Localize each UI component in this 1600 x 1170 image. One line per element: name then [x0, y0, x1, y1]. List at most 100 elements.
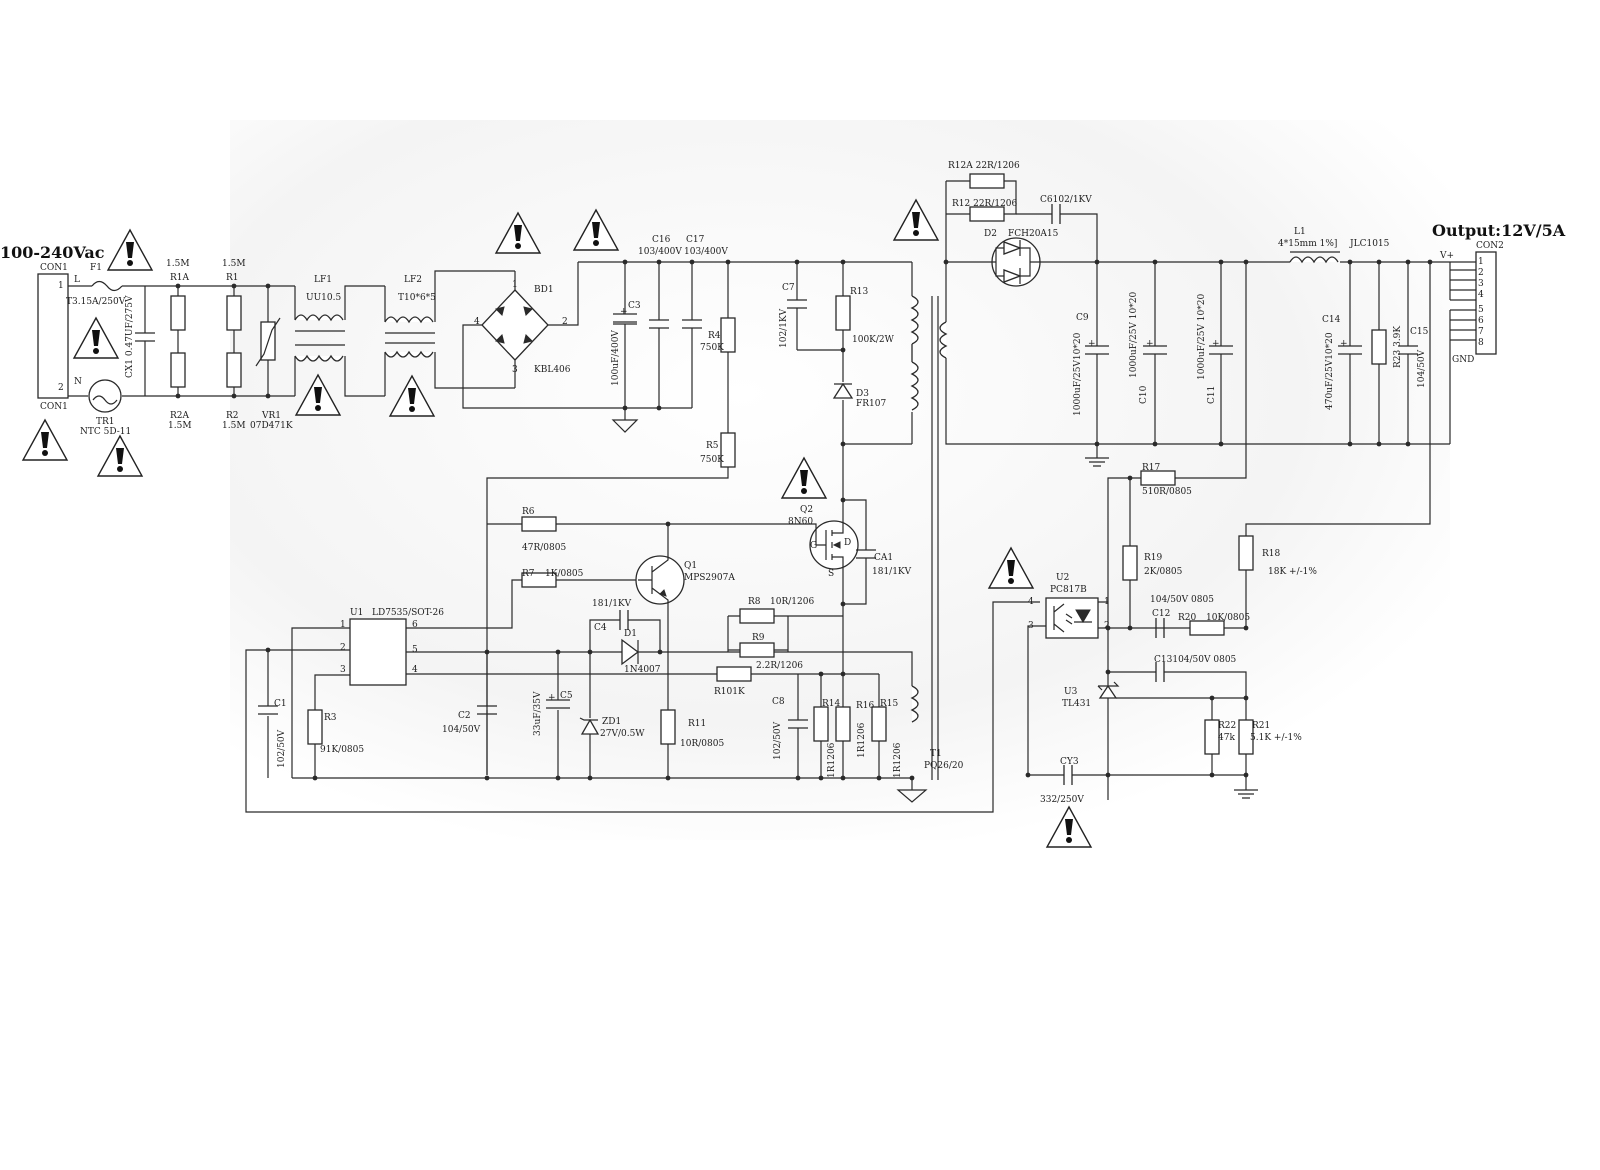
q2-pin: S — [828, 569, 834, 579]
cy3-label: CY3 — [1060, 757, 1079, 767]
r1a-label: R1A — [170, 273, 190, 283]
r23-label: R23 3.9K — [1393, 326, 1403, 368]
r14-value: 1R1206 — [827, 742, 837, 778]
r13-label: R13 — [850, 287, 869, 297]
feedback-section: R17 510R/0805 R19 2K/0805 R18 18K +/-1% … — [1025, 262, 1431, 805]
choke-lf1 — [294, 285, 385, 397]
svg-text:4: 4 — [412, 665, 418, 675]
svg-text:1: 1 — [1478, 257, 1484, 267]
resistor-r11 — [660, 709, 676, 745]
tr1-label: TR1 — [96, 417, 115, 427]
r2a-value: 1.5M — [168, 421, 192, 431]
con1-pin: 1 — [58, 281, 64, 291]
resistor-r2a — [170, 352, 186, 388]
c10-value: 1000uF/25V 10*20 — [1129, 292, 1139, 378]
q1-value: MPS2907A — [684, 573, 735, 583]
ca1-label: CA1 — [874, 553, 893, 563]
q2-label: Q2 — [800, 505, 813, 515]
r1-value: 1.5M — [222, 259, 246, 269]
controller-section: U1 LD7535/SOT-26 1 2 3 6 5 4 C1 102/50V … — [245, 507, 1040, 813]
q2-value: 8N60 — [788, 517, 813, 527]
lf2-value: T10*6*5 — [398, 293, 436, 303]
c12-label: C12 — [1152, 609, 1170, 619]
resistor-r6 — [521, 516, 557, 532]
c17-value: 103/400V — [684, 247, 728, 257]
f1-value: T3.15A/250V — [66, 297, 126, 307]
c9-label: C9 — [1076, 313, 1089, 323]
u1-value: LD7535/SOT-26 — [372, 608, 444, 618]
c3-label: C3 — [628, 301, 641, 311]
diode-d3 — [832, 382, 854, 399]
u3-label: U3 — [1064, 687, 1078, 697]
t1-value: PQ26/20 — [924, 761, 964, 771]
c12-note: 104/50V 0805 — [1150, 595, 1214, 605]
warning-icon — [107, 229, 153, 271]
r1-label: R1 — [226, 273, 239, 283]
resistor-r15 — [871, 706, 887, 742]
resistor-r23 — [1371, 329, 1387, 365]
c15-value: 104/50V — [1417, 349, 1427, 388]
r20-value: 10K/0805 — [1206, 613, 1250, 623]
svg-text:2: 2 — [1478, 268, 1484, 278]
r21-label: R21 — [1252, 721, 1270, 731]
c5-value: 33uF/35V — [533, 691, 543, 736]
r12-label: R12 22R/1206 — [952, 199, 1018, 209]
bd1-pin: 4 — [474, 317, 480, 327]
transformer-t1-aux — [910, 685, 919, 723]
input-section: CON1 CON1 1 2 L N F1 T3.15A/250V TR1 NTC… — [37, 259, 515, 437]
u1-label: U1 — [350, 608, 363, 618]
lf1-label: LF1 — [314, 275, 332, 285]
c9-value: 1000uF/25V10*20 — [1073, 332, 1083, 416]
r17-label: R17 — [1142, 463, 1161, 473]
lf1-value: UU10.5 — [306, 293, 341, 303]
zd1-label: ZD1 — [602, 717, 621, 727]
svg-text:7: 7 — [1478, 327, 1484, 337]
r7-label: R7 — [522, 569, 535, 579]
tr1-value: NTC 5D-11 — [80, 427, 131, 437]
r4-label: R4 — [708, 331, 721, 341]
c17-label: C17 — [686, 235, 705, 245]
cy3-value: 332/250V — [1040, 795, 1084, 805]
svg-text:6: 6 — [1478, 316, 1484, 326]
t1-label: T1 — [930, 749, 942, 759]
svg-text:+: + — [548, 693, 556, 703]
resistor-r17 — [1140, 470, 1176, 486]
r2-label: R2 — [226, 411, 239, 421]
c16-label: C16 — [652, 235, 671, 245]
c1-label: C1 — [274, 699, 287, 709]
con2-label: CON2 — [1476, 241, 1504, 251]
con1-connector — [37, 273, 69, 399]
r18-value: 18K +/-1% — [1268, 567, 1317, 577]
r6-value: 47R/0805 — [522, 543, 566, 553]
con1-label: CON1 — [40, 263, 68, 273]
shunt-u3 — [1098, 684, 1118, 699]
svg-text:8: 8 — [1478, 338, 1484, 348]
c1-value: 102/50V — [277, 729, 287, 768]
r4-value: 750K — [700, 343, 724, 353]
jlc-label: JLC1015 — [1349, 239, 1390, 249]
ic-u1 — [349, 618, 407, 686]
r21-value: 5.1K +/-1% — [1250, 733, 1302, 743]
lf2-label: LF2 — [404, 275, 422, 285]
resistor-r9 — [739, 642, 775, 658]
r13-value: 100K/2W — [852, 335, 895, 345]
c3-value: 100uF/400V — [611, 330, 621, 386]
vr1-value: 07D471K — [250, 421, 293, 431]
vplus-label: V+ — [1439, 251, 1454, 261]
r3-value: 91K/0805 — [320, 745, 364, 755]
r11-label: R11 — [688, 719, 706, 729]
r2-value: 1.5M — [222, 421, 246, 431]
ca1-value: 181/1KV — [872, 567, 912, 577]
c11-value: 1000uF/25V 10*20 — [1197, 294, 1207, 380]
output-section: R12A 22R/1206 R12 22R/1206 C6102/1KV D2 … — [943, 161, 1504, 467]
warning-icon — [97, 435, 143, 477]
snubber-section: C7 102/1KV R13 100K/2W D3 FR107 T1 PQ26/… — [779, 259, 964, 780]
inductor-l1 — [1289, 256, 1339, 264]
q2-pin: G — [810, 541, 817, 551]
r22-value: 47k — [1218, 733, 1235, 743]
resistor-r13 — [835, 295, 851, 331]
r22-label: R22 — [1218, 721, 1236, 731]
zener-zd1 — [580, 718, 600, 735]
resistor-r14 — [813, 706, 829, 742]
r16-label: R16 — [856, 701, 875, 711]
